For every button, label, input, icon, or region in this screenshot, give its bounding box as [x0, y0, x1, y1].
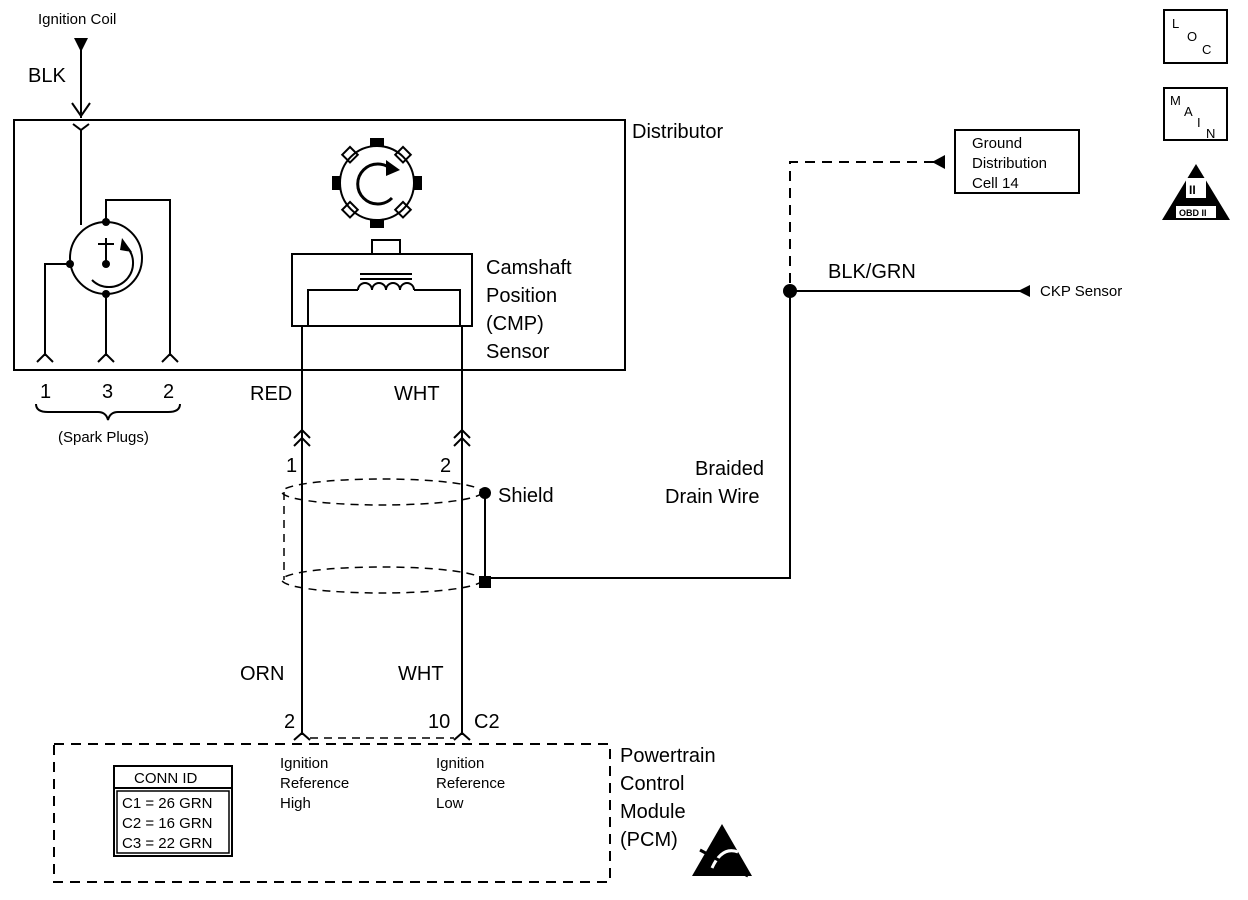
- plug1-terminal-icon: [36, 352, 54, 363]
- cmp-right-color-top: WHT: [394, 383, 440, 405]
- conn-id-header: CONN ID: [134, 770, 198, 787]
- conn-id-row1: C1 = 26 GRN: [122, 795, 212, 812]
- cmp-coil-icon: [357, 273, 415, 291]
- cmp-label-line1: Camshaft: [486, 257, 572, 279]
- ground-dist-wire: [789, 161, 935, 283]
- cmp-label-line4: Sensor: [486, 341, 550, 363]
- distributor-label: Distributor: [632, 121, 723, 143]
- plug-pin-2: 2: [163, 381, 174, 403]
- cmp-sensor-box: [291, 253, 473, 327]
- pcm-label-line2: Control: [620, 773, 684, 795]
- pcm-left-term-line3: High: [280, 795, 311, 812]
- obd-ii-icon: [1162, 164, 1230, 220]
- cmp-right-pin-bottom: 10: [428, 711, 450, 733]
- plug1-lead: [44, 263, 70, 356]
- pcm-label-line3: Module: [620, 801, 686, 823]
- ckp-label: CKP Sensor: [1040, 283, 1122, 300]
- loc-letter-l: L: [1172, 16, 1179, 31]
- coil-terminal-icon: [72, 123, 90, 132]
- spark-plugs-label: (Spark Plugs): [58, 429, 149, 446]
- distributor-rotor-icon: [66, 218, 143, 298]
- ignition-coil-arrow-icon: [71, 102, 91, 118]
- drain-wire: [491, 291, 791, 579]
- plug-pin-3: 3: [102, 381, 113, 403]
- shield-bottom-node: [479, 576, 491, 588]
- ground-dist-line1: Ground: [972, 135, 1022, 152]
- ignition-coil-label: Ignition Coil: [38, 11, 116, 28]
- distributor-box: [13, 119, 626, 371]
- cmp-right-color-bottom: WHT: [398, 663, 444, 685]
- cmp-left-pin-top: 1: [286, 455, 297, 477]
- cmp-left-pin-bottom: 2: [284, 711, 295, 733]
- pcm-left-term-line2: Reference: [280, 775, 349, 792]
- conn-id-table: [113, 765, 233, 857]
- pcm-connector-id: C2: [474, 711, 500, 733]
- pcm-label-line1: Powertrain: [620, 745, 716, 767]
- pcm-right-terminal-icon: [453, 731, 471, 741]
- obd-icon-top: II: [1189, 183, 1196, 197]
- pcm-right-term-line1: Ignition: [436, 755, 484, 772]
- loc-letter-o: O: [1187, 29, 1197, 44]
- ground-dist-arrow-icon: [932, 155, 945, 169]
- cmp-label-line2: Position: [486, 285, 557, 307]
- main-letter-a: A: [1184, 104, 1193, 119]
- ckp-wire-color: BLK/GRN: [828, 261, 916, 283]
- esd-warning-icon: [692, 824, 752, 878]
- plug2-lead: [105, 199, 171, 356]
- plug3-terminal-icon: [97, 352, 115, 363]
- ground-dist-box: [954, 129, 1080, 194]
- plug-pin-1: 1: [40, 381, 51, 403]
- ckp-arrow-icon: [1018, 285, 1030, 297]
- shield-label: Shield: [498, 485, 554, 507]
- drain-wire-label-line1: Braided: [695, 458, 764, 480]
- cmp-coil-leads: [307, 289, 461, 326]
- pcm-box: [53, 743, 611, 883]
- pcm-right-term-line2: Reference: [436, 775, 505, 792]
- cmp-left-connector-icon: [293, 428, 311, 447]
- main-letter-n: N: [1206, 126, 1215, 141]
- ground-dist-line3: Cell 14: [972, 175, 1019, 192]
- ground-dist-line2: Distribution: [972, 155, 1047, 172]
- cmp-left-color-top: RED: [250, 383, 292, 405]
- main-letter-i: I: [1197, 115, 1201, 130]
- pcm-label-line4: (PCM): [620, 829, 678, 851]
- pcm-left-term-line1: Ignition: [280, 755, 328, 772]
- loc-letter-c: C: [1202, 42, 1211, 57]
- cmp-right-connector-icon: [453, 428, 471, 447]
- cmp-right-pin-top: 2: [440, 455, 451, 477]
- reluctor-wheel-icon: [332, 138, 422, 228]
- main-icon: [1163, 87, 1228, 141]
- obd-icon-bottom: OBD II: [1179, 208, 1207, 218]
- pcm-right-term-line3: Low: [436, 795, 464, 812]
- loc-icon: [1163, 9, 1228, 64]
- plug2-terminal-icon: [161, 352, 179, 363]
- main-letter-m: M: [1170, 93, 1181, 108]
- shield-cable-icon: [281, 478, 483, 594]
- cmp-left-color-bottom: ORN: [240, 663, 284, 685]
- sensor-pickup-stub: [371, 239, 401, 255]
- pcm-left-terminal-icon: [293, 731, 311, 741]
- spark-plugs-brace: [35, 403, 181, 421]
- ignition-coil-wire-color: BLK: [28, 65, 66, 87]
- cmp-label-line3: (CMP): [486, 313, 544, 335]
- drain-wire-label-line2: Drain Wire: [665, 486, 759, 508]
- conn-id-row3: C3 = 22 GRN: [122, 835, 212, 852]
- conn-id-row2: C2 = 16 GRN: [122, 815, 212, 832]
